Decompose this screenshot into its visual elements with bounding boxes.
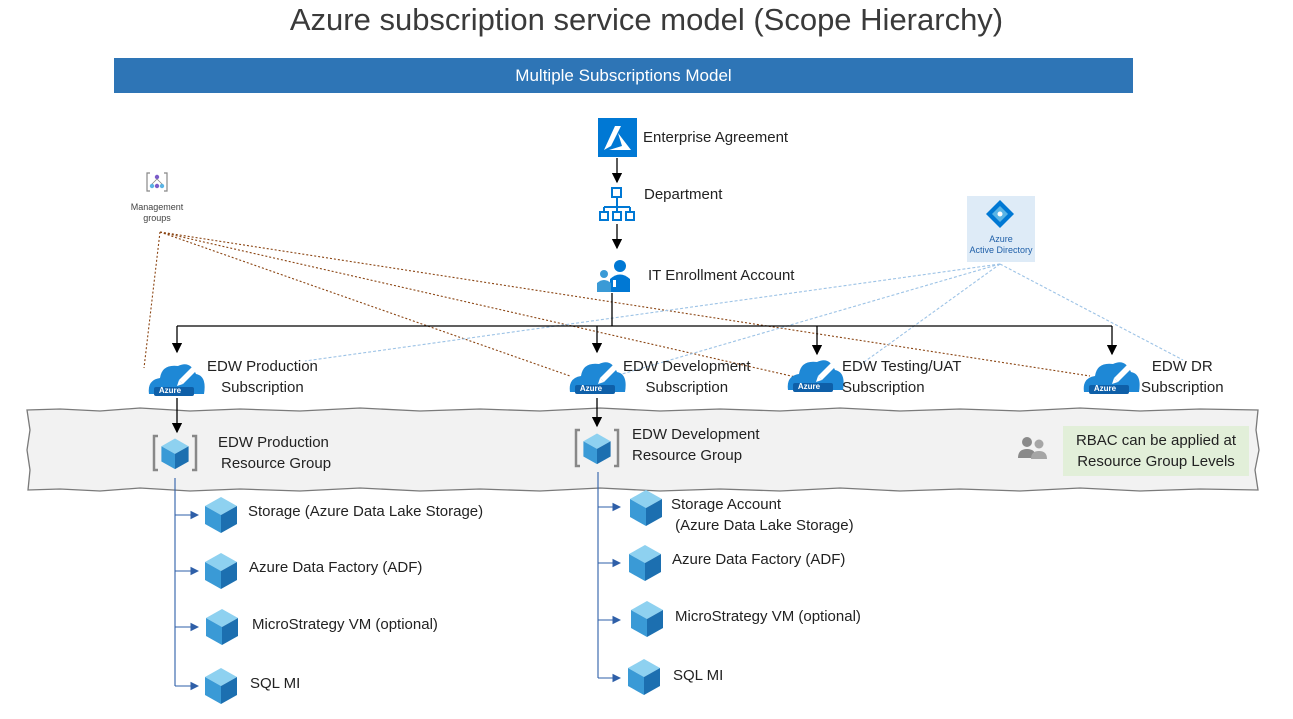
hierarchy-connectors bbox=[171, 158, 1118, 434]
resource-dev-sqlmi: SQL MI bbox=[673, 667, 724, 684]
resource-dev-storage: Storage Account (Azure Data Lake Storage… bbox=[671, 496, 854, 534]
resource-prod-microstrategy: MicroStrategy VM (optional) bbox=[252, 616, 438, 633]
cube-icon bbox=[628, 659, 660, 695]
resource-dev-adf: Azure Data Factory (ADF) bbox=[672, 551, 846, 568]
azure-badge-dr: Azure bbox=[1094, 384, 1117, 393]
cube-icon bbox=[205, 497, 237, 533]
active-directory-icon bbox=[967, 196, 1035, 262]
management-groups-icon bbox=[146, 172, 168, 192]
azure-badge-production: Azure bbox=[159, 386, 182, 395]
resource-dev-microstrategy: MicroStrategy VM (optional) bbox=[675, 608, 861, 625]
users-icon bbox=[597, 260, 630, 292]
resource-prod-storage: Storage (Azure Data Lake Storage) bbox=[248, 503, 484, 520]
org-chart-icon bbox=[599, 187, 635, 221]
department-label: Department bbox=[644, 186, 723, 203]
active-directory-label: Azure Active Directory bbox=[969, 234, 1033, 255]
active-directory-links bbox=[304, 263, 1184, 375]
cube-icon bbox=[205, 553, 237, 589]
resource-group-icon-production bbox=[152, 434, 198, 472]
people-icon bbox=[1018, 437, 1047, 459]
enrollment-account-label: IT Enrollment Account bbox=[648, 267, 795, 284]
model-banner: Multiple Subscriptions Model bbox=[114, 58, 1133, 93]
rbac-note: RBAC can be applied at Resource Group Le… bbox=[1063, 426, 1249, 476]
resource-prod-sqlmi: SQL MI bbox=[250, 675, 301, 692]
azure-logo-icon bbox=[598, 118, 637, 157]
management-groups-label: Management groups bbox=[130, 202, 184, 223]
resource-group-band bbox=[26, 407, 1260, 492]
cube-icon bbox=[205, 668, 237, 704]
enterprise-agreement-label: Enterprise Agreement bbox=[643, 129, 789, 146]
management-group-links bbox=[143, 231, 1091, 379]
cube-icon bbox=[206, 609, 238, 645]
azure-badge-testing: Azure bbox=[798, 382, 821, 391]
cube-icon bbox=[630, 490, 662, 526]
resource-tree-lines bbox=[174, 472, 622, 691]
cube-icon bbox=[629, 545, 661, 581]
resource-group-icon-development bbox=[574, 428, 620, 468]
azure-badge-development: Azure bbox=[580, 384, 603, 393]
cube-icon bbox=[631, 601, 663, 637]
resource-prod-adf: Azure Data Factory (ADF) bbox=[249, 559, 423, 576]
page-title: Azure subscription service model (Scope … bbox=[289, 2, 1004, 37]
